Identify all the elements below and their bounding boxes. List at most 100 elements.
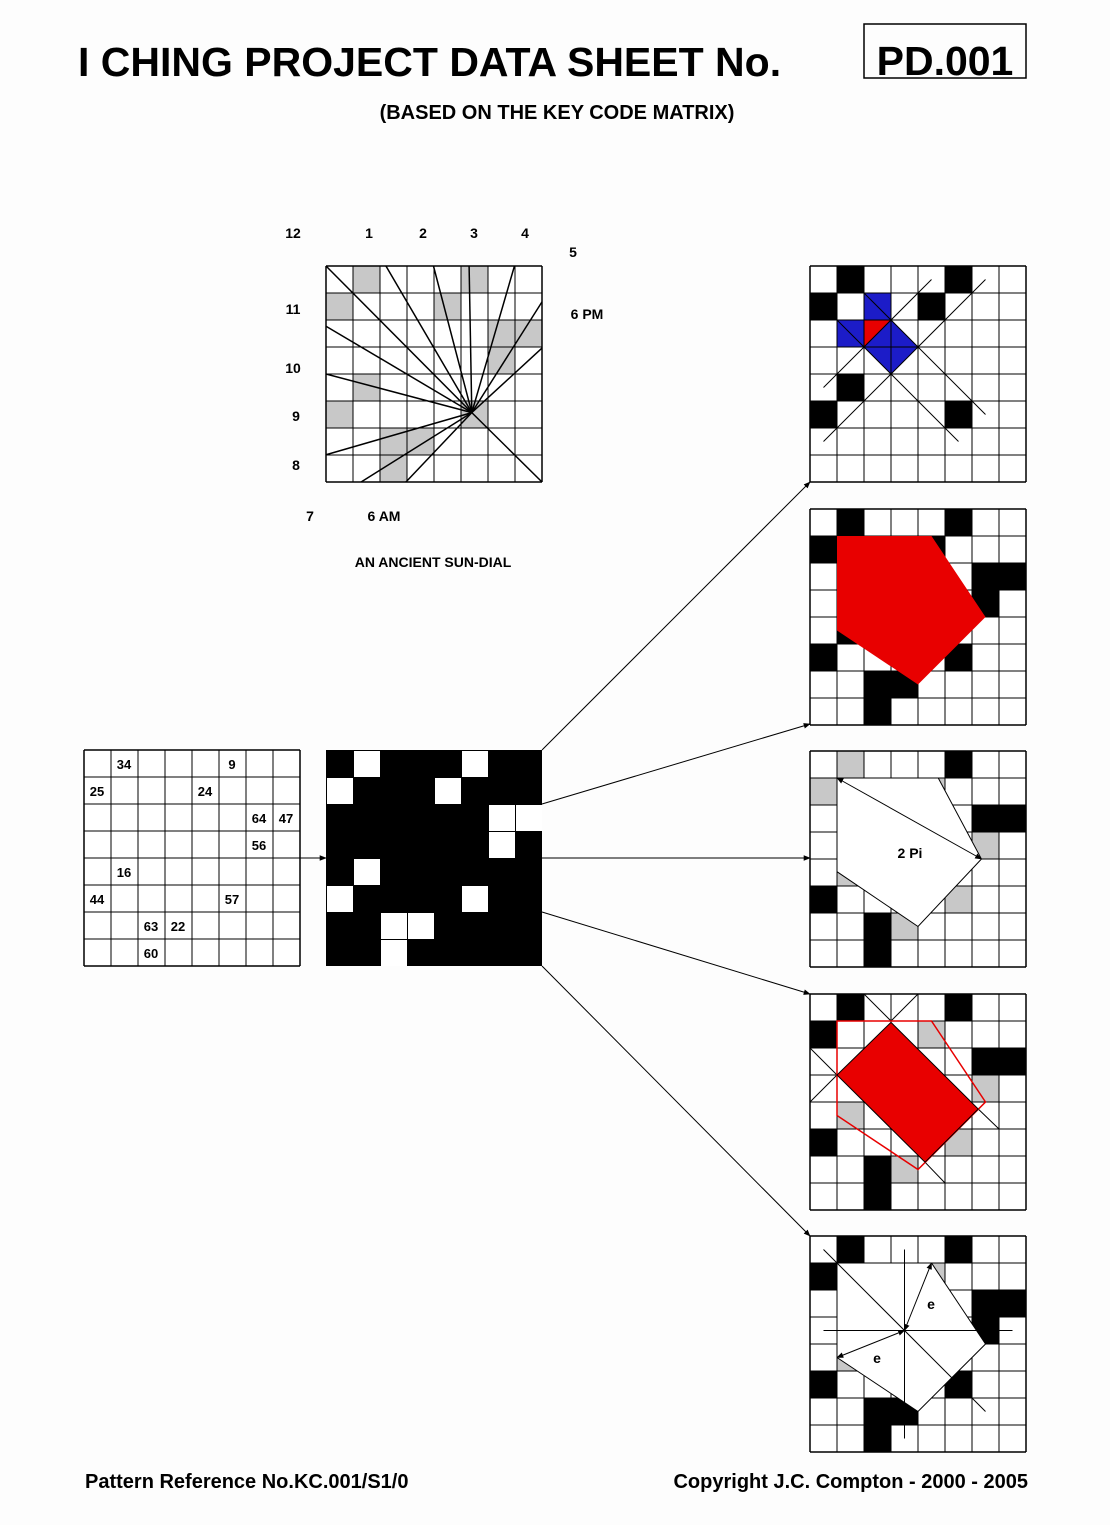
sun-ray [471,412,543,483]
construction-line [823,279,932,388]
key-code-matrix [326,750,542,966]
white-cell [381,913,407,939]
black-cell [810,1021,837,1048]
hour-label: 4 [521,225,529,241]
sun-ray [325,265,473,414]
white-cell [516,805,542,831]
key-number: 57 [225,892,239,907]
panel-square-geometry [809,265,1027,483]
sheet-number: PD.001 [877,38,1014,84]
sun-ray [405,412,473,483]
key-number: 63 [144,919,158,934]
key-number: 16 [117,865,131,880]
white-cell [354,751,380,777]
black-cell [864,1398,891,1425]
hour-label: 3 [470,225,478,241]
white-cell [462,886,488,912]
shaded-cell [380,455,407,482]
black-cell [864,940,891,967]
sun-ray [385,265,473,413]
black-cell [864,1425,891,1452]
arrow [541,965,811,1237]
black-cell [864,1156,891,1183]
key-number: 22 [171,919,185,934]
construction-line [863,292,986,415]
panel-e-construction [809,1235,1027,1453]
grey-cell [810,778,837,805]
double-arrow [836,777,983,860]
construction-line [863,993,892,1022]
red-rectangle [836,1021,979,1163]
construction-line [890,993,919,1022]
sun-ray [432,265,473,413]
arrow [541,723,811,805]
grey-cell [837,751,864,778]
subtitle: (BASED ON THE KEY CODE MATRIX) [380,102,735,124]
hour-label: 2 [419,225,427,241]
sundial-caption: AN ANCIENT SUN-DIAL [355,554,512,570]
sun-ray [468,265,473,413]
sun-ray [325,325,473,414]
hour-label: 8 [292,457,300,473]
black-cell [837,374,864,401]
white-cell [489,805,515,831]
black-cell [810,886,837,913]
black-cell [918,293,945,320]
black-cell [837,266,864,293]
key-number: 47 [279,811,293,826]
e-label: e [873,1350,881,1366]
black-cell [999,563,1026,590]
sun-ray [360,411,473,483]
hour-label: 6 PM [571,306,604,322]
key-number: 64 [252,811,267,826]
black-cell [945,509,972,536]
black-cell [972,805,999,832]
shaded-cell [326,401,353,428]
key-number: 24 [198,784,213,799]
arrow [541,911,811,995]
red-pentagon [837,536,986,685]
double-arrow [904,1262,932,1332]
hour-label: 11 [286,301,301,317]
black-cell [945,994,972,1021]
construction-line [836,319,959,442]
black-cell [999,805,1026,832]
black-cell [810,536,837,563]
hour-label: 9 [292,408,300,424]
construction-line [924,1161,946,1184]
key-number: 44 [90,892,105,907]
white-cell [435,778,461,804]
black-cell [810,293,837,320]
white-cell [462,751,488,777]
panel-red-rectangle [809,993,1027,1211]
key-number: 34 [117,757,132,772]
black-cell [972,563,999,590]
pi-label: 2 Pi [898,845,923,861]
black-cell [837,509,864,536]
black-cell [810,644,837,671]
shaded-cell [434,293,461,320]
black-cell [837,1236,864,1263]
white-cell [354,859,380,885]
construction-line [809,1074,838,1103]
shaded-cell [326,293,353,320]
hour-label: 12 [285,225,301,241]
black-cell [810,1263,837,1290]
hour-label: 5 [569,244,577,260]
white-cell [381,940,407,966]
black-cell [864,1183,891,1210]
key-number: 56 [252,838,266,853]
sun-ray [471,265,516,413]
sun-ray [325,411,473,456]
sundial-diagram [325,265,543,483]
panel-red-pentagon [809,508,1027,726]
shaded-cell [353,266,380,293]
double-arrow [836,1330,906,1358]
black-cell [810,401,837,428]
white-cell [327,886,353,912]
construction-line [823,279,986,442]
white-cell [489,832,515,858]
black-cell [810,1129,837,1156]
black-cell [864,913,891,940]
